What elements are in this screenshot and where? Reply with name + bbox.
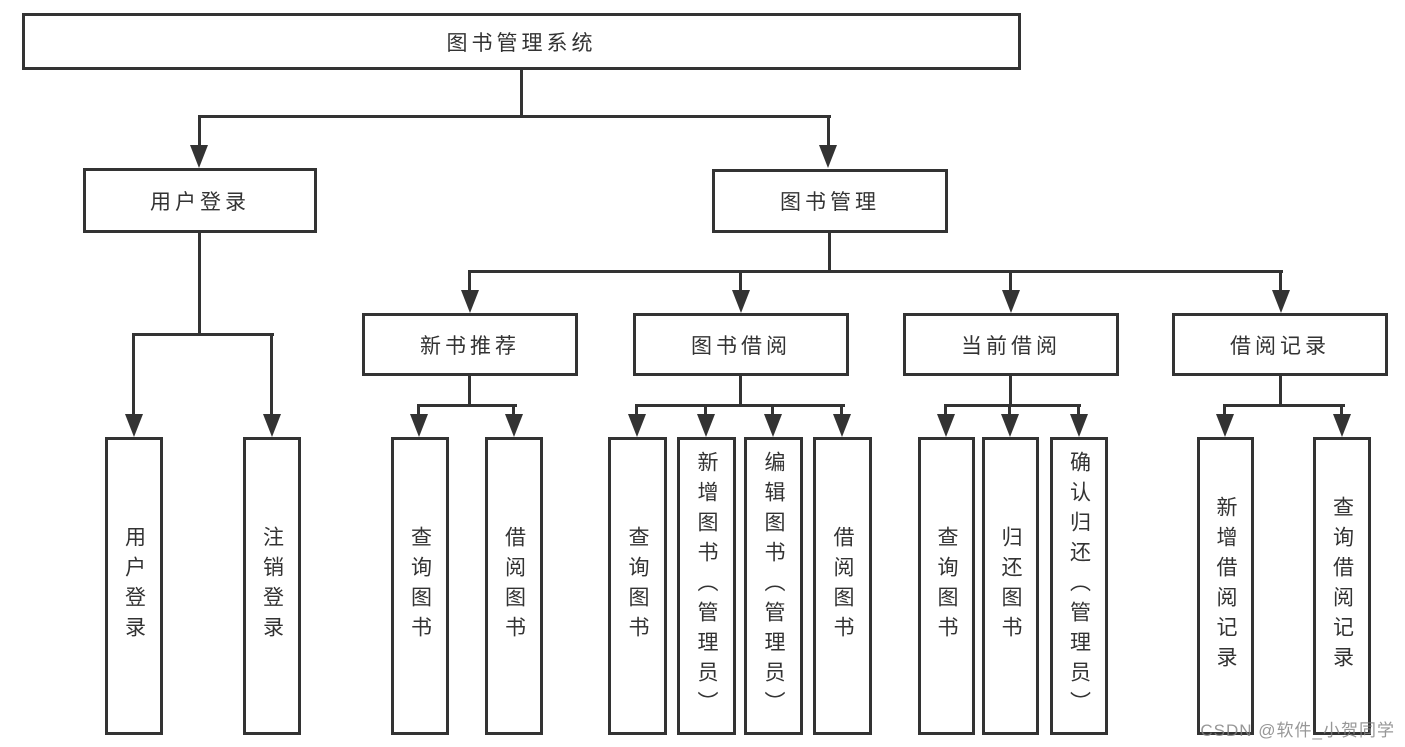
node-label: 新书推荐 [420,334,520,358]
connector-line [840,406,843,416]
connector-line [468,270,1283,273]
node-label: 归还图书 [999,526,1023,646]
connector-line [771,406,774,416]
node-label: 图书管理 [780,191,880,214]
connector-arrowhead [1333,414,1351,437]
connector-line [468,272,471,292]
leaf-user-login: 用户登录 [105,437,163,735]
connector-line [270,335,273,416]
connector-arrowhead [1272,290,1290,313]
connector-arrowhead [1216,414,1234,437]
leaf-cb-return-books: 归还图书 [982,437,1039,735]
connector-arrowhead [819,145,837,168]
node-label: 借阅记录 [1230,334,1330,358]
node-borrowing-records: 借阅记录 [1172,313,1388,376]
connector-line [944,406,947,416]
node-label: 图书借阅 [691,334,791,358]
leaf-bb-add-books-admin: 新增图书（管理员） [677,437,736,735]
connector-line [828,231,831,272]
connector-arrowhead [505,414,523,437]
node-label: 编辑图书（管理员） [762,451,786,721]
connector-arrowhead [697,414,715,437]
leaf-nbr-borrow-books: 借阅图书 [485,437,543,735]
node-label: 查询图书 [408,526,432,646]
leaf-cb-confirm-return-admin: 确认归还（管理员） [1050,437,1108,735]
connector-line [417,406,420,416]
connector-line [944,404,1081,407]
connector-arrowhead [1070,414,1088,437]
connector-line [198,115,831,118]
node-current-borrowing: 当前借阅 [903,313,1119,376]
node-label: 借阅图书 [831,526,855,646]
connector-line [417,404,517,407]
connector-arrowhead [937,414,955,437]
connector-arrowhead [628,414,646,437]
connector-line [1279,374,1282,406]
connector-line [1223,406,1226,416]
connector-line [520,68,523,117]
connector-line [132,335,135,416]
connector-arrowhead [1002,290,1020,313]
connector-arrowhead [764,414,782,437]
connector-line [739,374,742,406]
connector-line [468,374,471,406]
node-label: 用户登录 [150,190,250,214]
connector-line [1223,404,1345,407]
leaf-bb-borrow-books: 借阅图书 [813,437,872,735]
connector-line [198,231,201,335]
connector-arrowhead [190,145,208,168]
connector-arrowhead [833,414,851,437]
leaf-bb-query-books: 查询图书 [608,437,667,735]
connector-line [1009,374,1012,406]
leaf-br-add-record: 新增借阅记录 [1197,437,1254,735]
connector-line [1077,406,1080,416]
leaf-logout: 注销登录 [243,437,301,735]
node-label: 借阅图书 [502,526,526,646]
node-book-borrowing: 图书借阅 [633,313,849,376]
connector-line [1009,272,1012,292]
node-label: 用户登录 [122,526,146,646]
connector-line [635,406,638,416]
leaf-bb-edit-books-admin: 编辑图书（管理员） [744,437,803,735]
connector-line [132,333,274,336]
node-label: 查询借阅记录 [1330,496,1354,676]
node-label: 新增借阅记录 [1214,496,1238,676]
node-new-book-recommend: 新书推荐 [362,313,578,376]
node-library-management-system: 图书管理系统 [22,13,1021,70]
node-label: 查询图书 [935,526,959,646]
leaf-nbr-query-books: 查询图书 [391,437,449,735]
csdn-watermark: CSDN @软件_小贺同学 [1200,721,1395,740]
node-label: 图书管理系统 [446,31,597,55]
node-label: 注销登录 [260,526,284,646]
connector-arrowhead [461,290,479,313]
connector-line [1279,272,1282,292]
connector-arrowhead [1001,414,1019,437]
connector-line [1008,406,1011,416]
node-label: 新增图书（管理员） [695,451,719,721]
connector-line [704,406,707,416]
leaf-br-query-record: 查询借阅记录 [1313,437,1371,735]
connector-line [198,117,201,147]
connector-arrowhead [732,290,750,313]
node-label: 确认归还（管理员） [1067,451,1091,721]
node-user-login: 用户登录 [83,168,317,233]
leaf-cb-query-books: 查询图书 [918,437,975,735]
connector-arrowhead [410,414,428,437]
connector-arrowhead [263,414,281,437]
connector-line [827,117,830,147]
connector-arrowhead [125,414,143,437]
connector-line [739,272,742,292]
node-label: 查询图书 [626,526,650,646]
connector-line [1340,406,1343,416]
connector-line [635,404,845,407]
connector-line [512,406,515,416]
node-label: 当前借阅 [961,334,1061,358]
node-book-management: 图书管理 [712,169,948,233]
